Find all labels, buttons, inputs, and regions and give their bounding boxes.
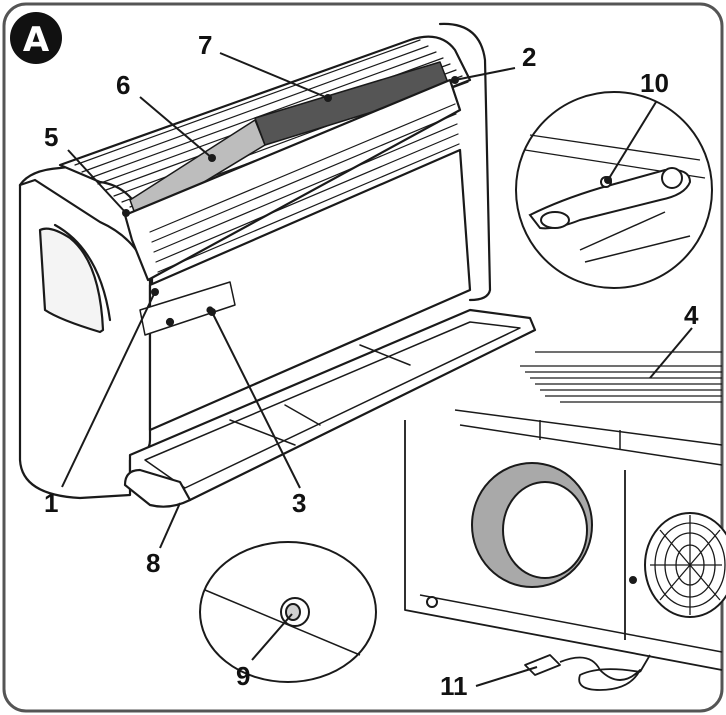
callout-3: 3	[292, 488, 306, 518]
callout-11: 11	[440, 671, 468, 701]
callout-6: 6	[116, 70, 130, 100]
detail-view-10	[515, 91, 713, 289]
callout-9: 9	[236, 661, 250, 691]
leader-lines	[61, 52, 693, 687]
callout-8: 8	[146, 548, 160, 578]
outdoor-grille-4	[520, 351, 722, 403]
outdoor-fan	[644, 512, 726, 618]
tray-handle	[123, 468, 192, 508]
figure-badge	[10, 12, 62, 64]
leader-dots	[122, 76, 612, 316]
callout-1: 1	[44, 488, 58, 518]
callout-5: 5	[44, 122, 58, 152]
air-conditioner-unit	[18, 22, 537, 508]
callout-2: 2	[522, 42, 536, 72]
detail-view-9	[199, 541, 377, 683]
figure-badge-label: A	[23, 20, 50, 60]
callout-4: 4	[684, 300, 699, 330]
power-cord-11	[524, 654, 651, 691]
front-label-plate	[139, 281, 236, 336]
wall-section	[404, 351, 726, 691]
callout-10: 10	[640, 68, 669, 98]
callout-7: 7	[198, 30, 212, 60]
